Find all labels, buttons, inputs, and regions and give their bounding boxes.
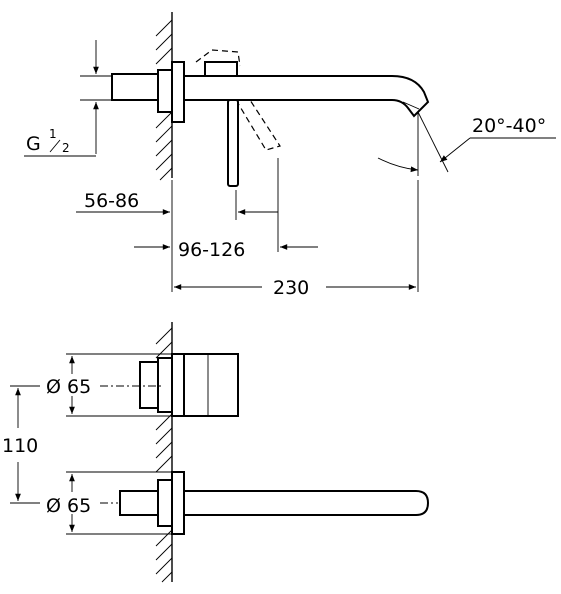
angle-dimension: 20°-40° bbox=[377, 111, 556, 176]
lever-alt-position bbox=[195, 49, 241, 67]
lever-handle bbox=[227, 99, 239, 187]
concealed-body bbox=[111, 73, 163, 101]
vertical-spacing-dimension: 110 bbox=[2, 385, 40, 504]
upper-diameter-dimension: Ø 65 bbox=[46, 353, 172, 417]
lower-diameter-label: Ø 65 bbox=[46, 495, 91, 517]
pipe-stub bbox=[119, 490, 159, 516]
angle-label: 20°-40° bbox=[472, 115, 546, 137]
spout-length-label: 230 bbox=[273, 277, 309, 299]
lever-offset-dimension: 96-126 bbox=[134, 158, 318, 261]
spout bbox=[183, 75, 430, 118]
lever-offset-label: 96-126 bbox=[178, 239, 245, 261]
concealed-body-front bbox=[139, 361, 159, 409]
rosette-plate-top bbox=[171, 61, 185, 123]
vertical-spacing-label: 110 bbox=[2, 435, 38, 457]
lever-body bbox=[204, 61, 238, 77]
front-view: Ø 65 Ø 65 110 bbox=[2, 322, 430, 583]
side-view: G 1 2 20°-40° 56-86 96-126 bbox=[24, 12, 556, 299]
upper-rosette bbox=[171, 353, 185, 417]
lever-handle-alt bbox=[235, 99, 281, 151]
thread-numerator: 1 bbox=[49, 127, 57, 141]
lower-diameter-dimension: Ø 65 bbox=[46, 471, 172, 535]
wall-depth-label: 56-86 bbox=[84, 190, 139, 212]
wall-depth-dimension: 56-86 bbox=[76, 180, 278, 292]
thread-denominator: 2 bbox=[62, 141, 70, 155]
upper-mount bbox=[157, 357, 173, 413]
thread-label: G bbox=[26, 133, 41, 155]
spout-length-dimension: 230 bbox=[174, 180, 419, 299]
lower-rosette bbox=[171, 471, 185, 535]
thread-dimension: G 1 2 bbox=[24, 40, 112, 157]
upper-diameter-label: Ø 65 bbox=[46, 376, 91, 398]
mounting-flange bbox=[157, 69, 173, 113]
spout-front bbox=[183, 490, 430, 516]
lever-knob bbox=[183, 353, 239, 417]
lower-mount bbox=[157, 479, 173, 527]
